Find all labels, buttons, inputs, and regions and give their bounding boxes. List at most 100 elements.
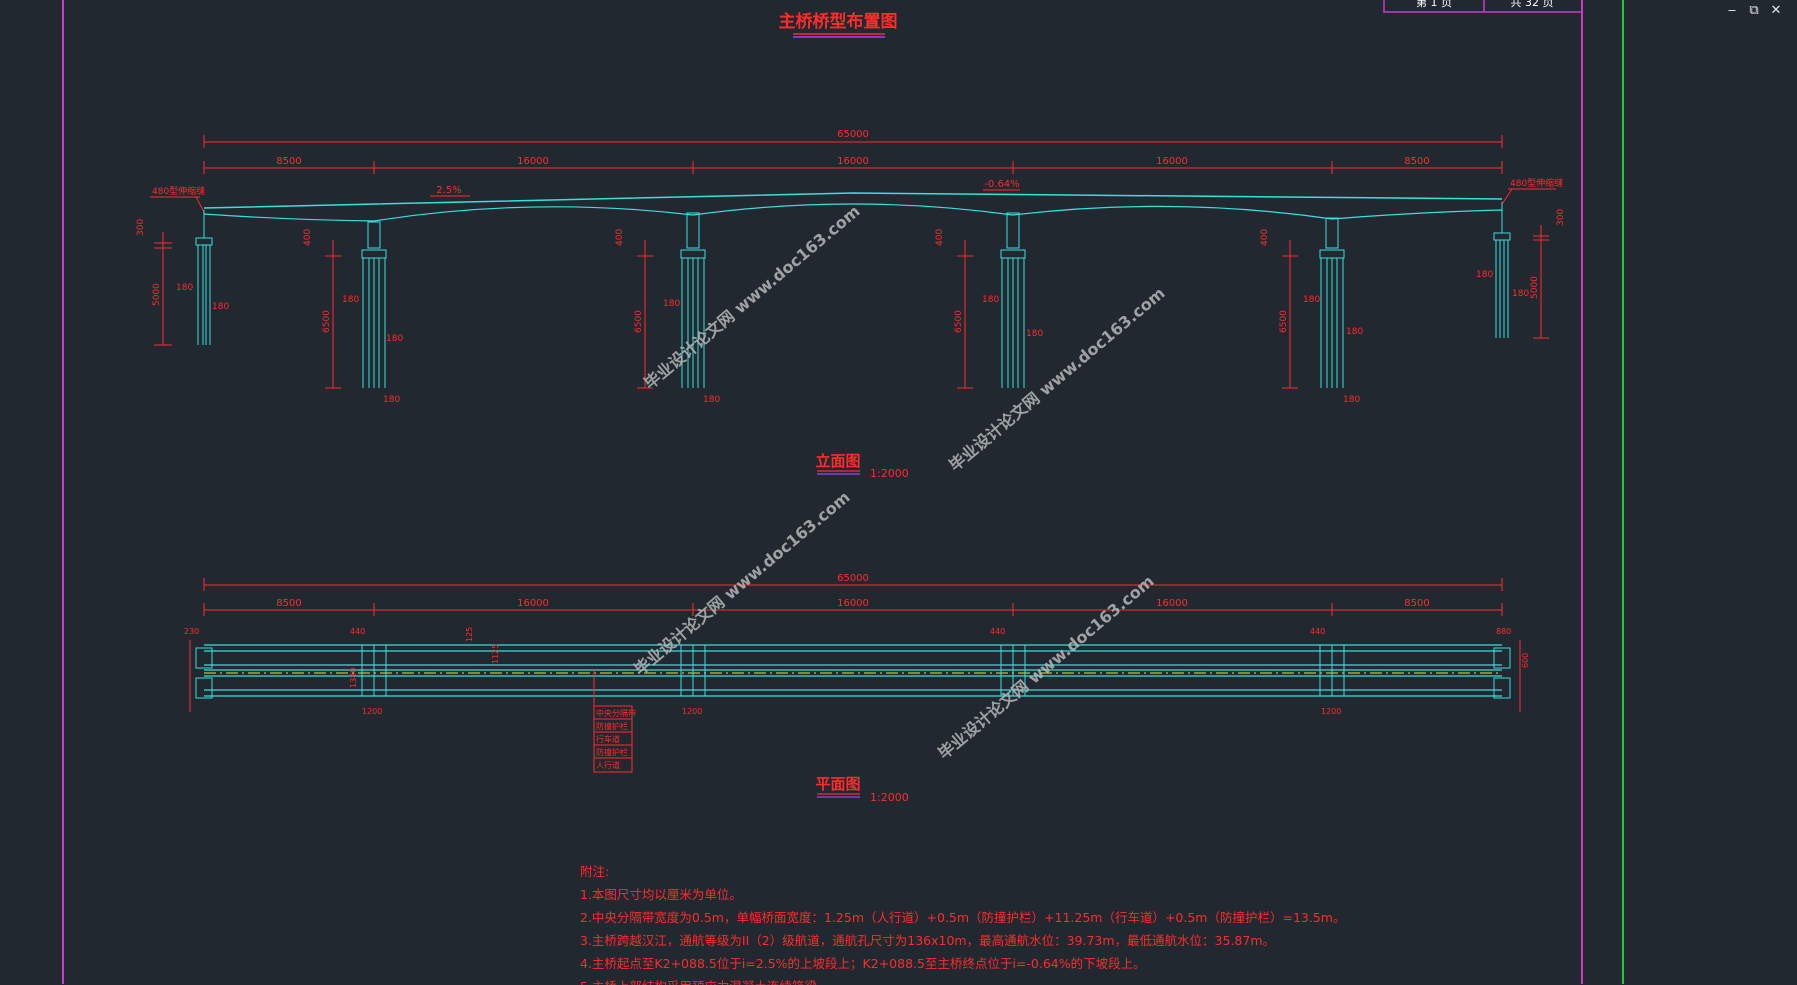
minimize-icon[interactable]: ‒ [1727,3,1737,18]
elevation-title: 立面图 [815,452,860,470]
pier4-cap-dim: 400 [1260,229,1270,246]
pier3-cap-dim: 400 [935,229,945,246]
plan-small-dim: 125 [465,627,474,642]
title-block: 第 1 页 共 32 页 [1383,0,1583,13]
note-item-2: 2.中央分隔带宽度为0.5m，单幅桥面宽度：1.25m（人行道）+0.5m（防撞… [580,910,1346,925]
watermark: 毕业设计论文网 www.doc163.com [640,201,863,393]
pier2-height-dim: 6500 [634,310,644,333]
deck-top-line [203,192,1503,209]
pier1-height-dim: 6500 [322,310,332,333]
sheet-number: 第 1 页 [1416,0,1452,9]
plan-view: 65000 8500 16000 16000 16000 8500 [184,573,1530,804]
width-label: 180 [176,283,193,293]
pier3-height-dim: 6500 [954,310,964,333]
width-label: 180 [703,395,720,405]
plan-small-dim: 230 [184,627,199,636]
plan-span-dim-5: 8500 [1404,598,1429,609]
width-label: 180 [386,334,403,344]
note-item-5: 5.主桥上部结构采用预应力混凝土连续箱梁。 [580,975,1345,985]
slope-right-label: -0.64% [984,179,1019,190]
abut-left-cap-dim: 300 [136,219,146,236]
watermark: 毕业设计论文网 www.doc163.com [945,283,1168,475]
drawing-title: 主桥桥型布置图 [779,11,898,32]
plan-span-dim-4: 16000 [1156,598,1188,609]
plan-title: 平面图 [815,775,860,793]
elevation-view: 65000 8500 16000 16000 16000 8500 2.5% -… [136,129,1566,480]
width-label: 180 [342,295,359,305]
width-label: 180 [1476,270,1493,280]
legend-item-median: 中央分隔带 [596,708,636,718]
plan-total-dim: 65000 [837,573,869,584]
pier-1 [361,221,387,388]
width-label: 180 [1512,289,1529,299]
note-item-3: 3.主桥跨越汉江，通航等级为II（2）级航道，通航孔尺寸为136x10m，最高通… [580,933,1276,948]
plan-span-dim-2: 16000 [517,598,549,609]
legend-item-sidewalk: 人行道 [596,760,620,770]
close-icon[interactable]: ✕ [1770,3,1782,18]
width-label: 180 [1026,329,1043,339]
abutment-right [1493,202,1511,338]
plan-pier-3 [1000,644,1026,697]
elev-total-dim: 65000 [837,129,869,140]
notes-heading: 附注: [580,864,610,879]
elev-span-dim-5: 8500 [1404,156,1429,167]
elev-span-dim-2: 16000 [517,156,549,167]
deck-soffit-line [203,203,1503,222]
pier1-cap-dim: 400 [303,229,313,246]
plan-small-dim: 1380 [349,668,358,688]
legend-item-lane: 行车道 [596,734,620,744]
plan-small-dim: 1125 [491,644,500,664]
note-item-4: 4.主桥起点至K2+088.5位于i=2.5%的上坡段上；K2+088.5至主桥… [580,956,1146,971]
plan-small-dim: 1200 [362,707,382,716]
plan-small-dim: 880 [1496,627,1511,636]
legend-item-barrier-2: 防撞护栏 [596,747,628,757]
plan-span-dim-1: 8500 [276,598,301,609]
plan-small-dim: 440 [1310,627,1325,636]
pier2-cap-dim: 400 [615,229,625,246]
width-label: 180 [982,295,999,305]
plan-abutment-left [195,647,213,699]
notes-section: 附注: 1.本图尺寸均以厘米为单位。 2.中央分隔带宽度为0.5m，单幅桥面宽度… [580,860,1345,985]
plan-scale: 1:2000 [870,791,909,804]
abut-right-cap-dim: 300 [1556,209,1566,226]
restore-icon[interactable]: ⧉ [1749,3,1759,18]
plan-abutment-right [1493,647,1511,699]
plan-span-dim-3: 16000 [837,598,869,609]
plan-small-dim: 600 [1521,653,1530,668]
elev-span-dim-3: 16000 [837,156,869,167]
width-label: 180 [212,302,229,312]
abut-right-height-dim: 5000 [1530,276,1540,299]
elevation-scale: 1:2000 [870,467,909,480]
note-item-1: 1.本图尺寸均以厘米为单位。 [580,887,742,902]
plan-small-dim: 1200 [1321,707,1341,716]
pier-4 [1319,217,1345,388]
width-label: 180 [1303,295,1320,305]
joint-right-label: 480型伸缩缝 [1510,177,1563,189]
pier-2 [680,212,706,388]
width-label: 180 [383,395,400,405]
watermark: 毕业设计论文网 www.doc163.com [630,487,853,679]
plan-pier-2 [680,644,706,697]
elev-span-dim-4: 16000 [1156,156,1188,167]
width-label: 180 [663,299,680,309]
abut-left-height-dim: 5000 [152,283,162,306]
pier-3 [1000,212,1026,388]
width-label: 180 [1343,395,1360,405]
legend-item-barrier: 防撞护栏 [596,721,628,731]
plan-pier-1 [361,644,387,697]
sheet-total: 共 32 页 [1511,0,1554,9]
joint-left-label: 480型伸缩缝 [152,185,205,197]
window-controls: ‒ ⧉ ✕ [1725,3,1783,19]
watermark: 毕业设计论文网 www.doc163.com [934,571,1157,763]
abutment-left [195,210,213,345]
slope-left-label: 2.5% [436,185,461,196]
width-label: 180 [1346,327,1363,337]
plan-small-dim: 1200 [682,707,702,716]
elev-span-dim-1: 8500 [276,156,301,167]
pier4-height-dim: 6500 [1279,310,1289,333]
plan-small-dim: 440 [350,627,365,636]
plan-legend: 中央分隔带 防撞护栏 行车道 防撞护栏 人行道 [593,705,636,773]
plan-pier-4 [1319,644,1345,697]
plan-small-dim: 440 [990,627,1005,636]
